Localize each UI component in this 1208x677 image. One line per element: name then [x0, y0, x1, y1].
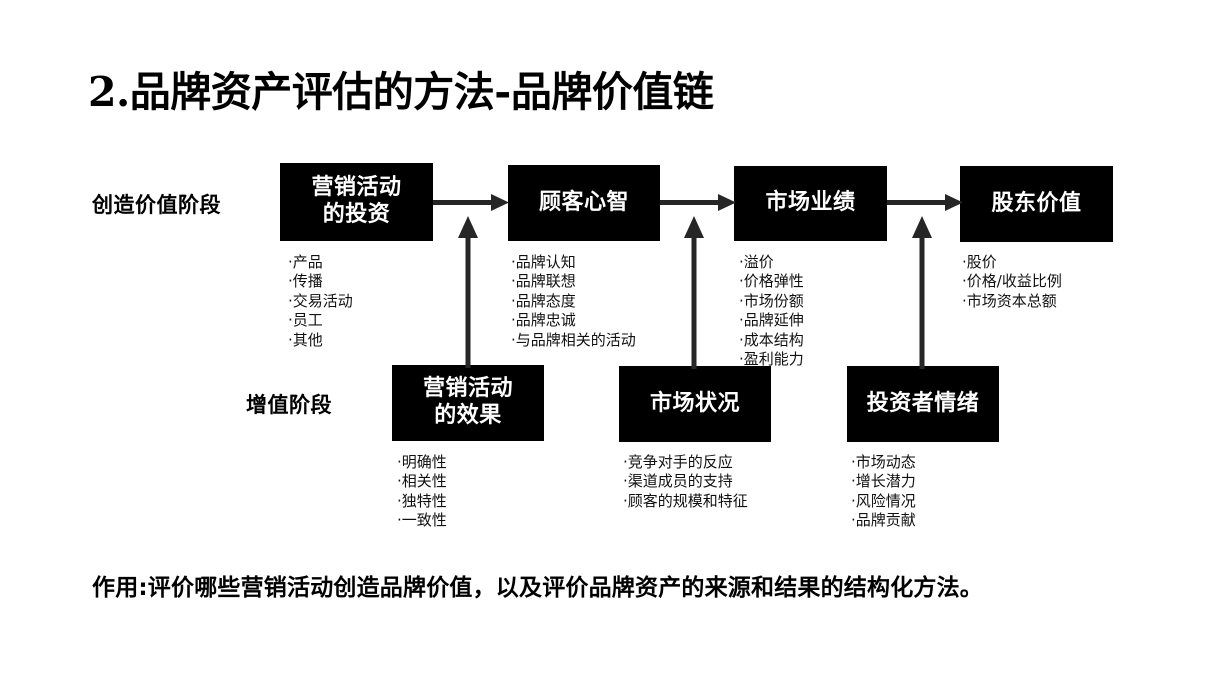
- bullets-investor-sentiment: ·市场动态 ·增长潜力 ·风险情况 ·品牌贡献: [851, 453, 916, 531]
- bullet-item: ·增长潜力: [851, 472, 916, 491]
- node-title: 投资者情绪: [866, 390, 980, 416]
- bullet-item: ·交易活动: [288, 291, 353, 310]
- bullet-item: ·价格弹性: [739, 272, 804, 291]
- bullet-item: ·渠道成员的支持: [623, 472, 733, 491]
- bullet-item: ·股价: [962, 253, 997, 271]
- bullet-item: ·品牌贡献: [851, 511, 916, 530]
- bullets-market-condition: ·竞争对手的反应 ·渠道成员的支持 ·顾客的规模和特征: [623, 453, 748, 511]
- stage-label-value-added: 增值阶段: [246, 393, 332, 417]
- arrow-up-investor-sentiment: [910, 212, 934, 369]
- node-marketing-effect[interactable]: 营销活动 的效果: [392, 365, 544, 441]
- bullet-item: ·传播: [288, 272, 323, 291]
- arrow-up-marketing-effect: [456, 212, 480, 368]
- bullet-item: ·明确性: [397, 453, 447, 471]
- bullet-item: ·品牌联想: [511, 272, 576, 291]
- node-investor-sentiment[interactable]: 投资者情绪: [847, 366, 999, 442]
- node-title: 市场状况: [649, 390, 740, 416]
- arrow-right-performance-to-shareholder: [887, 192, 965, 214]
- bullet-item: ·竞争对手的反应: [623, 453, 733, 471]
- bullets-marketing-effect: ·明确性 ·相关性 ·独特性 ·一致性: [397, 453, 447, 531]
- bullets-shareholder-value: ·股价 ·价格/收益比例 ·市场资本总额: [962, 253, 1062, 311]
- node-market-condition[interactable]: 市场状况: [619, 366, 771, 442]
- node-marketing-investment[interactable]: 营销活动 的投资: [280, 163, 433, 241]
- node-customer-mindset[interactable]: 顾客心智: [508, 165, 660, 241]
- bullet-item: ·员工: [288, 311, 323, 330]
- stage-label-create-value: 创造价值阶段: [92, 193, 221, 217]
- bullet-item: ·品牌延伸: [739, 311, 804, 330]
- footer-note: 作用:评价哪些营销活动创造品牌价值，以及评价品牌资产的来源和结果的结构化方法。: [92, 575, 983, 601]
- bullet-item: ·风险情况: [851, 491, 916, 510]
- node-shareholder-value[interactable]: 股东价值: [960, 166, 1113, 242]
- bullet-item: ·独特性: [397, 491, 447, 510]
- arrow-up-market-condition: [682, 212, 706, 369]
- node-title: 股东价值: [991, 190, 1082, 216]
- node-title: 顾客心智: [538, 189, 629, 215]
- arrow-right-investment-to-mindset: [433, 192, 511, 214]
- bullet-item: ·顾客的规模和特征: [623, 491, 748, 510]
- bullet-item: ·品牌态度: [511, 291, 576, 310]
- bullet-item: ·溢价: [739, 253, 774, 271]
- bullet-item: ·成本结构: [739, 330, 804, 349]
- arrow-right-mindset-to-performance: [660, 192, 738, 214]
- bullet-item: ·一致性: [397, 511, 447, 530]
- page-title: 2.品牌资产评估的方法-品牌价值链: [88, 68, 714, 116]
- bullets-market-performance: ·溢价 ·价格弹性 ·市场份额 ·品牌延伸 ·成本结构 ·盈利能力: [739, 253, 804, 369]
- bullets-customer-mindset: ·品牌认知 ·品牌联想 ·品牌态度 ·品牌忠诚 ·与品牌相关的活动: [511, 253, 636, 350]
- bullet-item: ·相关性: [397, 472, 447, 491]
- node-title: 营销活动 的投资: [311, 175, 402, 227]
- bullet-item: ·品牌忠诚: [511, 311, 576, 330]
- bullet-item: ·市场资本总额: [962, 291, 1057, 310]
- node-title: 市场业绩: [765, 190, 856, 216]
- node-title: 营销活动 的效果: [422, 376, 513, 428]
- bullet-item: ·价格/收益比例: [962, 272, 1062, 291]
- bullet-item: ·盈利能力: [739, 350, 804, 369]
- bullet-item: ·品牌认知: [511, 253, 576, 271]
- bullet-item: ·产品: [288, 253, 323, 271]
- bullet-item: ·与品牌相关的活动: [511, 330, 636, 349]
- bullet-item: ·市场份额: [739, 291, 804, 310]
- bullets-marketing-investment: ·产品 ·传播 ·交易活动 ·员工 ·其他: [288, 253, 353, 350]
- bullet-item: ·其他: [288, 330, 323, 349]
- node-market-performance[interactable]: 市场业绩: [734, 166, 887, 241]
- bullet-item: ·市场动态: [851, 453, 916, 471]
